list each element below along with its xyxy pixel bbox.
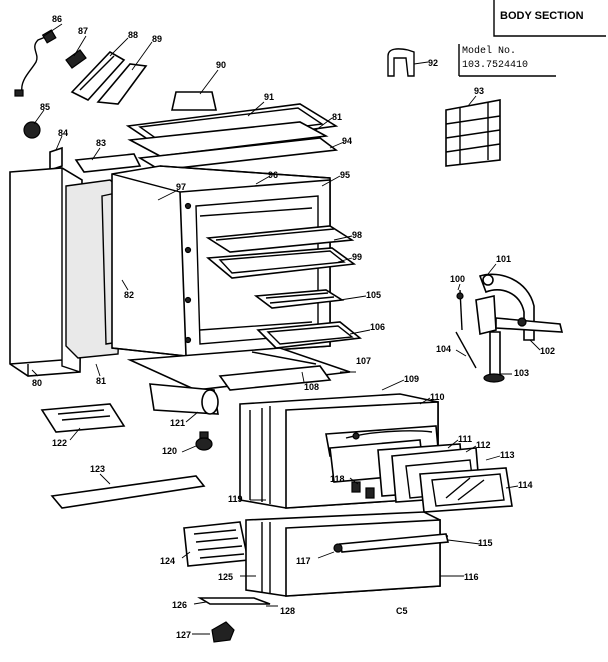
model-box-border bbox=[458, 44, 556, 77]
part-number-label: 118 bbox=[330, 474, 345, 484]
part-number-label: 98 bbox=[352, 230, 362, 240]
lamp-holder-detail bbox=[79, 55, 115, 91]
part-number-label: 105 bbox=[366, 290, 381, 300]
part-number-label: 82 bbox=[124, 290, 134, 300]
lamp-holder-part bbox=[70, 50, 126, 101]
part-number-label: 126 bbox=[172, 600, 187, 610]
front-bar-part bbox=[218, 365, 332, 391]
part-number-label: 92 bbox=[428, 58, 438, 68]
part-number-label: 122 bbox=[52, 438, 67, 448]
model-number: 103.7524410 bbox=[462, 60, 529, 71]
part-number-label: 119 bbox=[228, 494, 243, 504]
part-number-label: 114 bbox=[518, 480, 533, 490]
bottom-panel-divider bbox=[251, 351, 317, 365]
part-number-label: 125 bbox=[218, 572, 233, 582]
part-number-label: 103 bbox=[514, 368, 529, 378]
part-number-label: 99 bbox=[352, 252, 362, 262]
outer-window-part bbox=[419, 467, 513, 513]
part-number-label: 109 bbox=[404, 374, 419, 384]
rear-panel-part bbox=[74, 153, 142, 173]
broil-pan-part bbox=[205, 247, 357, 279]
part-number-label: 108 bbox=[304, 382, 319, 392]
door-hinge-assembly bbox=[455, 273, 564, 383]
burner-knob-part bbox=[195, 431, 213, 451]
part-number-label: 124 bbox=[160, 556, 175, 566]
part-number-label: 110 bbox=[430, 392, 445, 402]
part-number-label: 80 bbox=[32, 378, 42, 388]
broiler-grid-detail bbox=[265, 292, 335, 304]
part-number-label: 111 bbox=[458, 434, 472, 444]
model-label: Model No. bbox=[462, 46, 517, 57]
part-number-label: 116 bbox=[464, 572, 479, 582]
part-number-label: 96 bbox=[268, 170, 278, 180]
top-frame-part bbox=[127, 121, 329, 157]
footer-code: C5 bbox=[396, 606, 408, 616]
oven-rack-part bbox=[205, 225, 355, 253]
drip-pan-inner bbox=[266, 325, 354, 345]
part-number-label: 97 bbox=[176, 182, 186, 192]
part-number-label: 113 bbox=[500, 450, 515, 460]
part-number-label: 87 bbox=[78, 26, 88, 36]
part-number-label: 81 bbox=[96, 376, 106, 386]
part-number-label: 89 bbox=[152, 34, 162, 44]
part-number-label: 120 bbox=[162, 446, 177, 456]
side-bracket-part bbox=[49, 146, 63, 172]
part-number-label: 88 bbox=[128, 30, 138, 40]
part-number-label: 86 bbox=[52, 14, 62, 24]
part-number-label: 102 bbox=[540, 346, 555, 356]
part-number-label: 107 bbox=[356, 356, 371, 366]
bottom-plate-detail bbox=[57, 409, 111, 421]
part-number-label: 90 bbox=[216, 60, 226, 70]
drip-pan-part bbox=[256, 321, 362, 349]
part-number-label: 106 bbox=[370, 322, 385, 332]
broil-pan-inner bbox=[218, 250, 346, 274]
part-number-label: 84 bbox=[58, 128, 68, 138]
section-title: BODY SECTION bbox=[500, 10, 584, 22]
part-number-label: 83 bbox=[96, 138, 106, 148]
part-number-label: 127 bbox=[176, 630, 191, 640]
part-number-label: 123 bbox=[90, 464, 105, 474]
part-number-label: 91 bbox=[264, 92, 274, 102]
part-number-label: 94 bbox=[342, 136, 352, 146]
vent-block-part bbox=[149, 383, 219, 415]
leader-lines bbox=[31, 23, 541, 635]
lamp-cover-part bbox=[96, 63, 148, 105]
part-number-label: 100 bbox=[450, 274, 465, 284]
top-rack-part bbox=[137, 137, 339, 171]
part-number-label: 104 bbox=[436, 344, 451, 354]
part-number-label: 101 bbox=[496, 254, 511, 264]
drawer-clip-part bbox=[211, 621, 235, 643]
drawer-bracket-part bbox=[197, 597, 271, 605]
part-number-label: 93 bbox=[474, 86, 484, 96]
part-number-label: 81 bbox=[332, 112, 342, 122]
oven-rack-detail bbox=[215, 228, 335, 241]
burner-part bbox=[183, 521, 249, 567]
part-number-label: 121 bbox=[170, 418, 185, 428]
knob-part bbox=[23, 121, 41, 139]
header-border bbox=[493, 0, 606, 37]
shelf-rack-part bbox=[445, 99, 501, 167]
part-number-label: 115 bbox=[478, 538, 493, 548]
lower-door-assembly bbox=[245, 511, 450, 597]
side-panel-edges bbox=[9, 168, 81, 376]
part-number-label: 85 bbox=[40, 102, 50, 112]
vent-block-end bbox=[201, 389, 219, 415]
power-cord-part bbox=[14, 29, 57, 97]
part-number-label: 95 bbox=[340, 170, 350, 180]
kick-rail-part bbox=[50, 475, 206, 509]
part-number-label: 128 bbox=[280, 606, 295, 616]
top-handle-part bbox=[171, 91, 217, 111]
hinge-part bbox=[387, 48, 415, 77]
part-number-label: 117 bbox=[296, 556, 311, 566]
part-number-label: 112 bbox=[476, 440, 491, 450]
